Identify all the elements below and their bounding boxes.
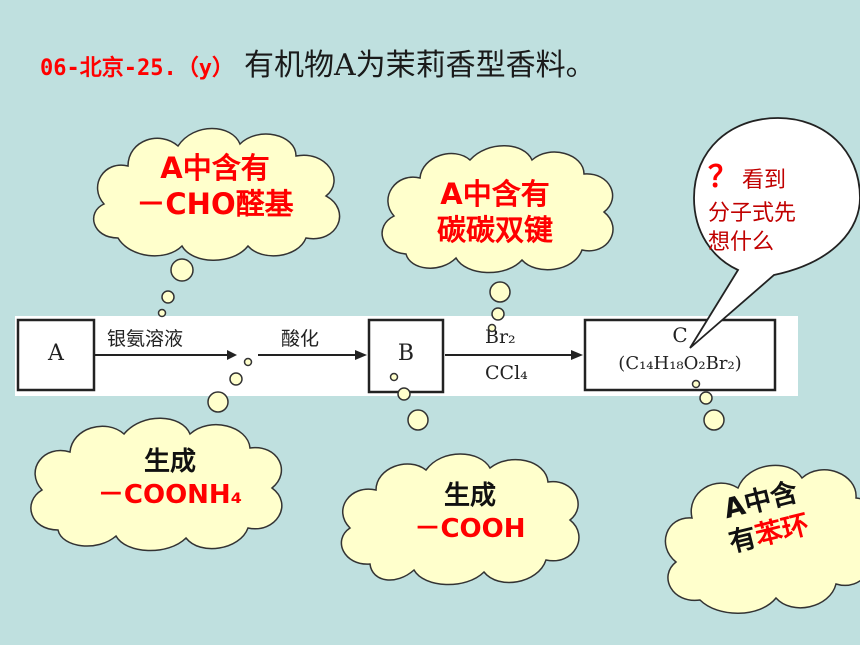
slide-title: 06-北京-25.（y） 有机物A为茉莉香型香料。 xyxy=(40,40,596,90)
cloud-coonh4 xyxy=(30,417,283,552)
cloud-cho-text: A中含有 －CHO醛基 xyxy=(130,150,300,223)
box-c-label: C xyxy=(672,323,688,347)
callout-text: ？看到 分子式先 想什么 xyxy=(708,158,796,258)
cloud-cooh-text: 生成 －COOH xyxy=(385,480,555,545)
thought-dots xyxy=(157,258,725,431)
box-c xyxy=(583,318,777,392)
cloud-double-bond xyxy=(381,145,614,274)
question-mark-icon: ？ xyxy=(708,160,738,195)
callout-line3: 想什么 xyxy=(708,230,775,256)
callout-line1: 看到 xyxy=(742,168,787,193)
callout-bubble xyxy=(689,117,860,349)
box-a xyxy=(16,318,96,392)
arrow-3-bottom-label: CCl₄ xyxy=(485,362,528,384)
arrow-1-head xyxy=(227,350,237,360)
cloud-cho-line1: A中含有 xyxy=(160,151,270,185)
box-b-label: B xyxy=(397,341,415,366)
cloud-coonh4-text: 生成 －COONH₄ xyxy=(70,446,270,511)
callout-line2: 分子式先 xyxy=(708,200,797,226)
arrow-2-head xyxy=(355,350,367,360)
problem-code: 06-北京-25.（y） xyxy=(40,56,234,81)
arrow-2-label: 酸化 xyxy=(281,328,320,350)
cloud-coonh4-line2: －COONH₄ xyxy=(97,479,243,510)
cloud-cooh-line2: －COOH xyxy=(414,513,526,544)
reaction-flow: A 银氨溶液 酸化 B Br₂ CCl₄ C (C₁₄H₁₈O₂Br₂) xyxy=(15,316,798,396)
cloud-cooh xyxy=(340,453,580,586)
cloud-benzene xyxy=(664,464,860,614)
cloud-double-bond-line2: 碳碳双键 xyxy=(436,213,553,248)
box-c-formula: (C₁₄H₁₈O₂Br₂) xyxy=(618,353,742,374)
arrow-3-head xyxy=(571,350,583,360)
cloud-coonh4-line1: 生成 xyxy=(143,447,196,477)
cloud-cooh-line1: 生成 xyxy=(443,481,496,511)
arrow-1-label: 银氨溶液 xyxy=(107,328,184,350)
box-a-label: A xyxy=(48,341,64,366)
cloud-double-bond-line1: A中含有 xyxy=(440,177,550,211)
reaction-arrows xyxy=(16,318,777,394)
cloud-double-bond-text: A中含有 碳碳双键 xyxy=(420,176,570,249)
cloud-cho-line2: －CHO醛基 xyxy=(136,187,294,222)
cloud-cho xyxy=(93,127,341,261)
problem-statement: 有机物A为茉莉香型香料。 xyxy=(243,48,596,83)
